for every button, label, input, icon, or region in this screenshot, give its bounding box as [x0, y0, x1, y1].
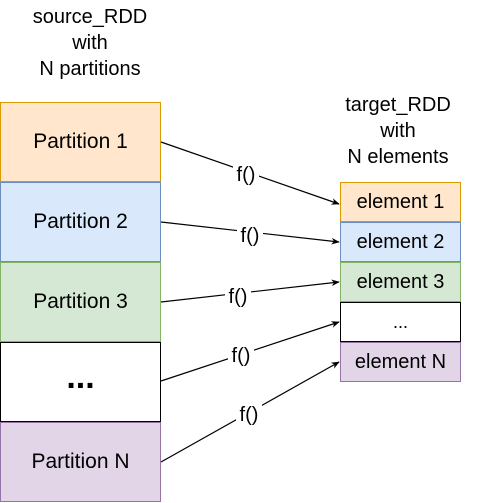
- target-caption-line: target_RDD: [345, 94, 451, 116]
- element-ellipsis-box: ...: [340, 302, 461, 342]
- source-rdd-caption: source_RDD with N partitions: [10, 4, 170, 82]
- source-caption-line: N partitions: [39, 58, 141, 80]
- arrow-2: f(): [160, 221, 340, 247]
- partition-ellipsis-box: ...: [0, 342, 161, 422]
- target-caption-line: N elements: [347, 146, 449, 168]
- arrow-4: f(): [160, 321, 340, 382]
- element-3-box: element 3: [340, 262, 461, 302]
- source-caption-line: with: [72, 32, 108, 54]
- element-2-box: element 2: [340, 222, 461, 262]
- element-n-box: element N: [340, 342, 461, 382]
- arrow-3: f(): [160, 279, 340, 308]
- partition-3-box: Partition 3: [0, 262, 161, 342]
- partition-1-box: Partition 1: [0, 102, 161, 182]
- target-caption-line: with: [380, 120, 416, 142]
- partition-2-box: Partition 2: [0, 182, 161, 262]
- arrow-2-label: f(): [241, 225, 260, 247]
- arrow-3-label: f(): [229, 286, 248, 308]
- arrow-5-label: f(): [240, 404, 259, 426]
- source-caption-line: source_RDD: [32, 6, 148, 28]
- arrow-1-label: f(): [237, 164, 256, 186]
- arrow-5: f(): [160, 361, 340, 463]
- partition-n-box: Partition N: [0, 422, 161, 502]
- element-1-box: element 1: [340, 182, 461, 222]
- target-rdd-caption: target_RDD with N elements: [318, 92, 478, 170]
- arrow-1: f(): [160, 141, 340, 205]
- arrow-4-label: f(): [232, 345, 251, 367]
